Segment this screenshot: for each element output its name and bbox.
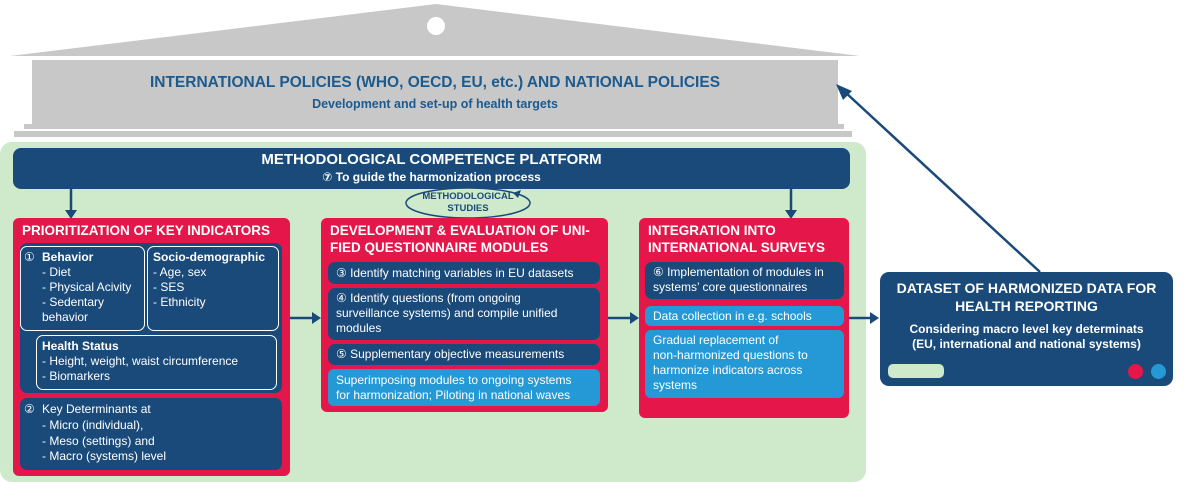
socio-items: - Age, sex - SES - Ethnicity <box>153 265 207 309</box>
platform-subtitle: ⑦ To guide the harmonization process <box>322 170 541 184</box>
determinants-number: ② <box>24 402 35 416</box>
health-box <box>36 335 277 390</box>
arrow-col2-col3-head <box>630 312 639 324</box>
building-body <box>32 60 838 124</box>
col1-title: PRIORITIZATION OF KEY INDICATORS <box>22 223 271 238</box>
step-2 <box>14 131 852 137</box>
health-title: Health Status <box>42 339 119 353</box>
col3-gradual-replacement: Gradual replacement of non-harmonized qu… <box>645 330 844 398</box>
step-1 <box>24 124 844 129</box>
arrow-col1-col2-head <box>312 312 321 324</box>
health-items: - Height, weight, waist circumference - … <box>42 354 239 383</box>
col3-title: INTEGRATION INTO INTERNATIONAL SURVEYS <box>648 223 826 255</box>
dataset-subtitle: Considering macro level key determinats … <box>909 322 1144 351</box>
feedback-arrow-line <box>844 91 1041 273</box>
socio-box <box>147 246 279 331</box>
col1-indicators-box <box>20 243 282 393</box>
feedback-arrow-head <box>836 84 852 100</box>
policies-subtitle: Development and set-up of health targets <box>312 97 558 111</box>
col2-superimposing: Superimposing modules to ongoing systems… <box>328 369 600 406</box>
socio-title: Socio-demographic <box>153 250 266 264</box>
determinants-title: Key Determinants at <box>42 402 151 416</box>
red-dot <box>1128 364 1143 379</box>
determinants-box <box>20 398 282 470</box>
policies-title: INTERNATIONAL POLICIES (WHO, OECD, EU, e… <box>149 74 721 91</box>
platform-title: METHODOLOGICAL COMPETENCE PLATFORM <box>261 151 602 168</box>
col2-item-3: ③ Identify matching variables in EU data… <box>328 262 600 284</box>
col3-data-collection: Data collection in e.g. schools <box>645 306 844 326</box>
arrow-col3-dataset-head <box>870 312 879 324</box>
col2-item-5: ⑤ Supplementary objective measurements <box>328 344 600 365</box>
blue-dot <box>1151 364 1166 379</box>
studies-arrow-head <box>513 190 521 198</box>
col2-item-4: ④ Identify questions (from ongoing surve… <box>328 288 600 340</box>
determinants-items: - Micro (individual), - Meso (settings) … <box>42 418 167 463</box>
col3-item-6: ⑥ Implementation of modules in systems’ … <box>645 262 844 299</box>
studies-label: METHODOLOGICAL STUDIES <box>422 191 514 214</box>
arrow-down-1-head <box>65 210 77 219</box>
arrow-down-3-head <box>785 210 797 219</box>
behavior-number: ① <box>24 250 35 264</box>
behavior-box <box>20 246 145 331</box>
dataset-progress-bar <box>888 364 944 378</box>
col2-title: DEVELOPMENT & EVALUATION OF UNI- FIED QU… <box>330 223 590 255</box>
platform-banner <box>13 148 850 189</box>
dataset-title: DATASET OF HARMONIZED DATA FOR HEALTH RE… <box>896 280 1157 314</box>
roof-window <box>427 17 445 35</box>
behavior-title: Behavior <box>42 250 94 264</box>
behavior-items: - Diet - Physical Acivity - Sedentary be… <box>42 265 132 324</box>
